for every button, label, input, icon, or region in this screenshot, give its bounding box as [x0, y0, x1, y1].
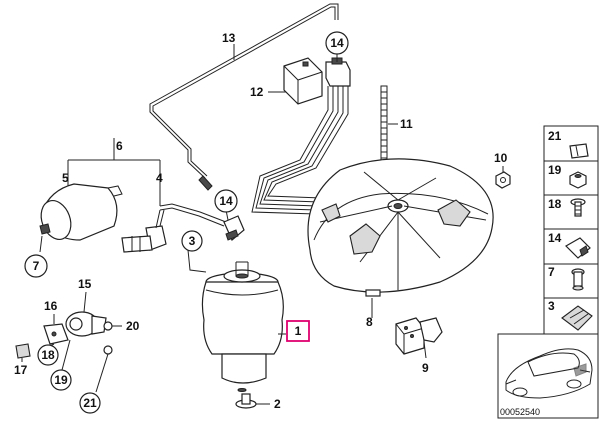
side-panel-label-19: 19 — [548, 163, 562, 177]
leader-9 — [423, 341, 427, 359]
callout-circle-21 — [79, 392, 101, 414]
reference-number: 00052540 — [500, 407, 540, 417]
part-8-air-reservoir — [307, 158, 494, 297]
leader-6-bracket — [67, 138, 161, 206]
callout-8: 8 — [366, 315, 373, 329]
callout-3: 3 — [189, 234, 196, 248]
callout-2: 2 — [274, 397, 281, 411]
callout-1: 1 — [295, 324, 302, 338]
callout-6: 6 — [116, 139, 123, 153]
callout-18: 18 — [41, 348, 55, 362]
leader-7 — [39, 235, 43, 253]
callout-circle-18 — [37, 344, 59, 366]
callout-4: 4 — [156, 171, 163, 185]
callout-16: 16 — [44, 299, 58, 313]
leader-19 — [61, 339, 71, 371]
part-4-air-hose — [121, 203, 227, 253]
part-1-air-spring — [201, 261, 284, 392]
side-panel-label-21: 21 — [548, 129, 562, 143]
leader-21 — [95, 353, 109, 393]
part-14-valve-middle — [223, 215, 245, 241]
callout-14b: 14 — [219, 194, 233, 208]
callout-10: 10 — [494, 151, 508, 165]
callout-circle-3 — [181, 230, 203, 252]
callout-circle-14b — [214, 189, 238, 213]
callout-17: 17 — [14, 363, 28, 377]
part-14-valve-upper — [251, 57, 351, 215]
part-18-fitting — [103, 321, 113, 355]
callout-circle-19 — [50, 369, 72, 391]
part-12-control-unit — [283, 57, 323, 105]
callout-11: 11 — [400, 117, 413, 131]
side-part-3-clip — [561, 305, 593, 331]
part-13-air-line — [149, 3, 339, 191]
callout-12: 12 — [250, 85, 264, 99]
side-part-19-nut — [569, 171, 587, 189]
side-part-21-clip — [569, 143, 589, 159]
callout-5: 5 — [62, 171, 69, 185]
callout-19: 19 — [54, 373, 68, 387]
part-17-clip — [15, 343, 31, 359]
part-9-relay — [395, 317, 443, 355]
leader-15 — [83, 291, 87, 313]
part-15-valve-assembly — [65, 311, 107, 337]
part-2-bolt — [235, 393, 257, 409]
callout-13: 13 — [222, 31, 236, 45]
side-panel-label-14: 14 — [548, 231, 562, 245]
highlight-box-1 — [286, 320, 310, 342]
part-16-bracket — [43, 323, 69, 345]
callout-14a: 14 — [330, 36, 344, 50]
callout-circle-7 — [24, 254, 48, 278]
side-panel-label-18: 18 — [548, 197, 562, 211]
vehicle-location-box: 00052540 — [497, 333, 599, 419]
side-panel-label-3: 3 — [548, 299, 555, 313]
callout-15: 15 — [78, 277, 92, 291]
callout-20: 20 — [126, 319, 140, 333]
leader-3 — [187, 249, 207, 273]
callout-7: 7 — [33, 259, 40, 273]
callout-9: 9 — [422, 361, 429, 375]
car-silhouette-icon — [505, 348, 593, 399]
side-panel: 21 19 18 14 7 3 — [543, 125, 599, 335]
callout-circle-14a — [325, 31, 349, 55]
part-5-accumulator — [39, 183, 123, 241]
part-10-nut — [495, 171, 511, 189]
side-panel-label-7: 7 — [548, 265, 555, 279]
callout-21: 21 — [83, 396, 97, 410]
